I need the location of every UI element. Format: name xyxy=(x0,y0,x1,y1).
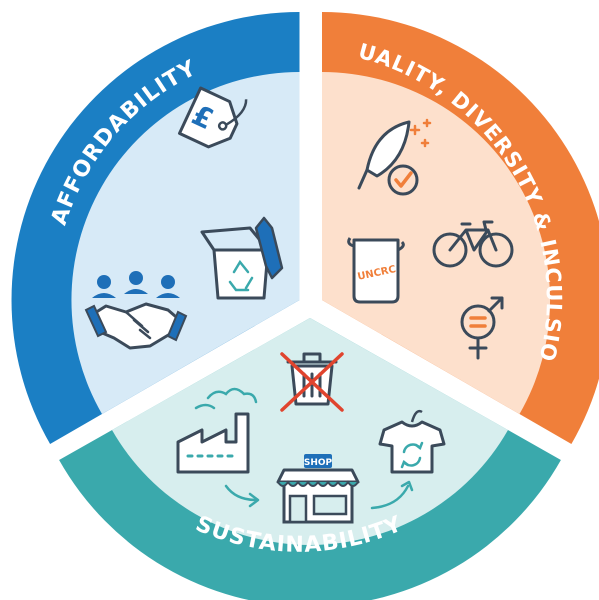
shop-icon: SHOP xyxy=(276,454,360,524)
handshake-group-icon xyxy=(84,271,188,350)
quill-checkmark-icon xyxy=(357,118,432,196)
recycle-box-tie-icon xyxy=(200,216,284,300)
crossed-bin-icon xyxy=(280,352,344,412)
factory-icon xyxy=(176,387,260,508)
shop-sign-label: SHOP xyxy=(304,458,333,468)
bicycle-icon xyxy=(432,220,514,268)
arrow-to-reuse-icon xyxy=(370,480,414,510)
gender-equality-icon xyxy=(460,296,504,360)
uncrc-scroll-icon: UNCRC xyxy=(347,237,405,304)
price-tag-pound-icon: £ xyxy=(177,86,248,149)
affordability-segment: AFFORDABILITY £ xyxy=(11,12,300,444)
sustainability-segment: SUSTAINABILITY SHOP xyxy=(59,318,561,600)
tshirt-reuse-icon xyxy=(378,409,446,474)
sustainability-inner xyxy=(112,318,508,545)
